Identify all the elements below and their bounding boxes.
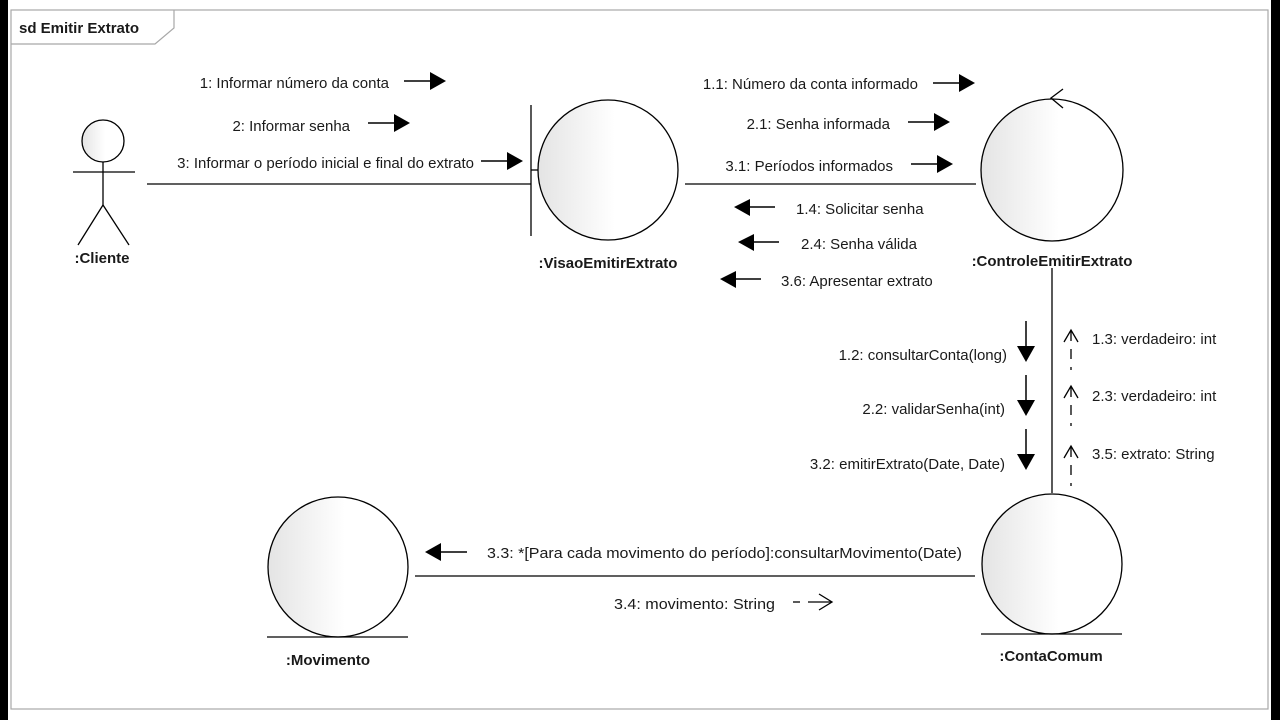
arrow-left-icon: [734, 199, 750, 216]
message-3-5[interactable]: 3.5: extrato: String: [1063, 444, 1215, 486]
arrow-down-icon: [1017, 346, 1035, 362]
message-3-1[interactable]: 3.1: Períodos informados: [725, 155, 953, 175]
message-label: 1.1: Número da conta informado: [703, 76, 918, 93]
message-2-1[interactable]: 2.1: Senha informada: [747, 113, 950, 133]
message-1[interactable]: 1: Informar número da conta: [200, 72, 446, 92]
actor-head-icon: [81, 119, 125, 163]
control-arrow-icon: [1049, 88, 1064, 109]
entity-conta-label: :ContaComum: [999, 648, 1102, 665]
arrow-right-icon: [937, 155, 953, 173]
arrow-left-icon: [720, 271, 736, 288]
message-1-3[interactable]: 1.3: verdadeiro: int: [1063, 328, 1217, 370]
message-label: 3.4: movimento: String: [614, 596, 775, 613]
message-3[interactable]: 3: Informar o período inicial e final do…: [177, 152, 523, 172]
arrow-up-open-icon: [1063, 444, 1079, 459]
window-edge-left: [0, 0, 8, 720]
arrow-right-icon: [507, 152, 523, 170]
arrow-up-open-icon: [1063, 328, 1079, 343]
window-edge-right: [1271, 0, 1280, 720]
message-label: 1.2: consultarConta(long): [839, 347, 1007, 364]
message-label: 2: Informar senha: [232, 118, 350, 135]
arrow-right-icon: [959, 74, 975, 92]
message-2-2[interactable]: 2.2: validarSenha(int): [862, 375, 1035, 418]
control-controle-emitir-extrato[interactable]: :ControleEmitirExtrato: [972, 88, 1133, 270]
diagram-frame: [10, 9, 1269, 710]
message-label: 3.6: Apresentar extrato: [781, 273, 933, 290]
message-3-6[interactable]: 3.6: Apresentar extrato: [720, 271, 933, 290]
message-1-4[interactable]: 1.4: Solicitar senha: [734, 199, 924, 218]
boundary-visao-emitir-extrato[interactable]: :VisaoEmitirExtrato: [530, 99, 679, 272]
message-1-1[interactable]: 1.1: Número da conta informado: [703, 74, 975, 93]
message-2[interactable]: 2: Informar senha: [232, 114, 410, 135]
message-2-4[interactable]: 2.4: Senha válida: [738, 234, 918, 253]
message-label: 2.3: verdadeiro: int: [1092, 388, 1217, 405]
arrow-down-icon: [1017, 400, 1035, 416]
message-3-3[interactable]: 3.3: *[Para cada movimento do período]:c…: [425, 543, 962, 562]
arrow-down-icon: [1017, 454, 1035, 470]
message-label: 3.1: Períodos informados: [725, 158, 893, 175]
actor-cliente[interactable]: :Cliente: [73, 119, 135, 267]
message-label: 3.2: emitirExtrato(Date, Date): [810, 456, 1005, 473]
control-label: :ControleEmitirExtrato: [972, 253, 1133, 270]
entity-conta-comum[interactable]: :ContaComum: [981, 493, 1123, 665]
frame-title-tab: [11, 10, 175, 45]
message-label: 2.1: Senha informada: [747, 116, 891, 133]
message-label: 3.3: *[Para cada movimento do período]:c…: [487, 545, 962, 562]
actor-cliente-label: :Cliente: [74, 250, 129, 267]
message-3-4[interactable]: 3.4: movimento: String: [614, 593, 834, 613]
arrow-right-icon: [430, 72, 446, 90]
arrow-right-icon: [934, 113, 950, 131]
message-2-3[interactable]: 2.3: verdadeiro: int: [1063, 384, 1217, 426]
message-label: 3: Informar o período inicial e final do…: [177, 155, 474, 172]
control-circle-icon: [980, 98, 1124, 242]
entity-circle-icon: [981, 493, 1123, 635]
message-label: 2.2: validarSenha(int): [862, 401, 1005, 418]
arrow-left-icon: [425, 543, 441, 561]
arrow-left-icon: [738, 234, 754, 251]
message-label: 3.5: extrato: String: [1092, 446, 1215, 463]
arrow-up-open-icon: [1063, 384, 1079, 399]
boundary-label: :VisaoEmitirExtrato: [539, 255, 678, 272]
message-label: 1.4: Solicitar senha: [796, 201, 924, 218]
message-1-2[interactable]: 1.2: consultarConta(long): [839, 321, 1035, 364]
entity-movimento-label: :Movimento: [286, 652, 370, 669]
boundary-circle-icon: [537, 99, 679, 241]
message-3-2[interactable]: 3.2: emitirExtrato(Date, Date): [810, 429, 1035, 473]
frame-title: sd Emitir Extrato: [19, 20, 139, 37]
arrow-right-icon: [394, 114, 410, 132]
entity-movimento[interactable]: :Movimento: [267, 496, 409, 669]
entity-circle-icon: [267, 496, 409, 638]
message-label: 2.4: Senha válida: [801, 236, 918, 253]
message-label: 1: Informar número da conta: [200, 75, 390, 92]
arrow-right-open-icon: [818, 593, 834, 611]
message-label: 1.3: verdadeiro: int: [1092, 331, 1217, 348]
